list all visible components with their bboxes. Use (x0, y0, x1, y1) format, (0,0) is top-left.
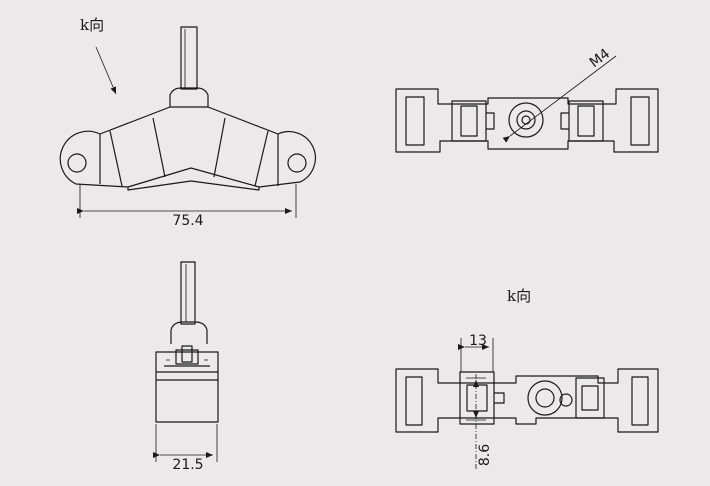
left-connector-block (451, 100, 487, 142)
body-ridge (127, 167, 260, 188)
mounting-hole-right (287, 153, 307, 173)
plate-outline (395, 88, 659, 153)
top-view: M4 (395, 46, 659, 153)
side-shaft (180, 261, 196, 325)
k-plate-outline (395, 368, 659, 433)
view-direction-arrow (95, 46, 117, 95)
threaded-hole-outer (508, 102, 544, 138)
arm-body (59, 106, 316, 191)
thread-size-label: M4 (587, 46, 613, 71)
height-dimension-label: 8.6 (477, 444, 493, 466)
front-view-direction-label: k向 (80, 16, 104, 34)
width-dimension-label: 75.4 (172, 213, 203, 229)
k-view-label: k向 (507, 287, 531, 305)
threaded-hole-core (521, 115, 531, 125)
side-width-dimension-label: 21.5 (172, 457, 203, 473)
side-body (155, 351, 219, 423)
spacing-dimension-label: 13 (469, 333, 487, 349)
k-view: k向 13 8.6 (395, 287, 659, 470)
side-collar (170, 321, 208, 344)
shaft (180, 26, 198, 90)
k-left-connector (459, 371, 495, 425)
side-view: 21.5 (153, 261, 219, 473)
mounting-hole-left (67, 153, 87, 173)
threaded-hole-inner (516, 110, 536, 130)
right-connector-block (568, 100, 604, 142)
shaft-collar (169, 87, 209, 107)
k-right-connector (575, 377, 605, 419)
k-shaft-end (527, 380, 563, 416)
front-view: k向 75.4 (59, 16, 316, 229)
